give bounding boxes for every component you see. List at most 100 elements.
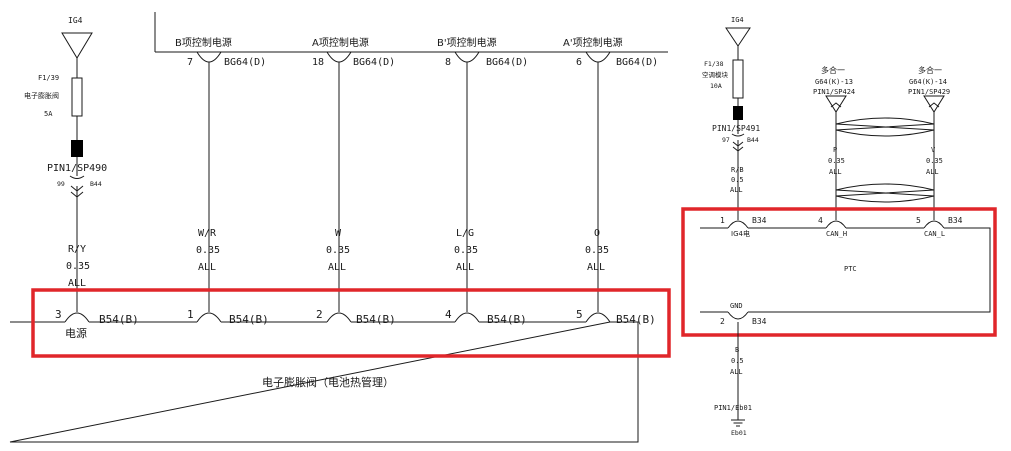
ptc-can-l-signal: CAN_L (924, 230, 945, 238)
right-splice-label: PIN1/SP491 (712, 124, 760, 133)
ptc-component-box (700, 227, 991, 313)
bus-wire-size: 0.35 (585, 245, 609, 256)
can-source-conn: G64(K)-14 (909, 78, 947, 86)
bus-wire-size: 0.35 (196, 245, 220, 256)
right-fuse-block (733, 106, 743, 120)
power-pin-number: 3 (55, 308, 62, 321)
bus-input-pin: 7 (187, 57, 193, 68)
left-splice-arc (69, 175, 85, 179)
ptc-can-l-pin-number: 5 (916, 216, 921, 225)
ptc-power-pin-conn: B34 (752, 216, 767, 225)
bus-wire-size: 0.35 (454, 245, 478, 256)
ptc-ground: B 0.5 ALL PIN1/Eb01 Eb01 (714, 322, 752, 437)
can-wire-color: P (833, 146, 837, 154)
left-fuse-block (71, 140, 83, 157)
bus-input-1: B项控制电源 7 BG64(D) W/R 0.35 ALL (175, 36, 266, 312)
bus-input-pin: 6 (576, 57, 582, 68)
gnd-wire-variant: ALL (730, 368, 743, 376)
right-splice-pins: 97 (722, 136, 730, 144)
power-pin-label: 电源 (65, 326, 87, 340)
right-ig4-symbol (725, 27, 751, 47)
ptc-can-h-pin-number: 4 (818, 216, 823, 225)
right-fuse-id: F1/38 (704, 60, 724, 68)
bus-wire-color: L/G (456, 228, 474, 239)
bus-wire-variant: ALL (328, 262, 346, 273)
ptc-gnd-label: GND (730, 302, 743, 310)
right-fuse-rating: 10A (710, 82, 722, 90)
left-ig4-symbol (61, 32, 93, 59)
can-wire-variant: ALL (829, 168, 842, 176)
left-highlight-box (31, 288, 671, 358)
gnd-wire-color: B (735, 346, 739, 354)
can-wire-color: V (931, 146, 936, 154)
left-splice-conn: B44 (90, 180, 102, 188)
left-fuse (71, 77, 83, 117)
bus-wire-variant: ALL (198, 262, 216, 273)
bus-wire-color: O (594, 228, 600, 239)
left-fuse-id: F1/39 (38, 74, 59, 82)
ground-icon (731, 419, 745, 427)
left-wire-size: 0.35 (66, 261, 90, 272)
bus-wire-color: W (335, 228, 342, 239)
bus-pin-conn: B54(B) (356, 313, 396, 326)
bus-input-pin: 8 (445, 57, 451, 68)
right-power-feed: IG4 F1/38 空调模块 10A PIN1/SP491 97 B44 R/B… (702, 16, 760, 220)
can-source-title: 多合一 (918, 65, 942, 75)
bus-pin-conn: B54(B) (616, 313, 656, 326)
bus-pin-number: 5 (576, 308, 583, 321)
bus-input-conn: BG64(D) (353, 57, 395, 68)
ground-name: Eb01 (731, 429, 747, 437)
bus-wire-size: 0.35 (326, 245, 350, 256)
right-fuse-name: 空调模块 (702, 70, 729, 79)
bus-input-label: A'项控制电源 (563, 36, 623, 49)
bus-wire-variant: ALL (456, 262, 474, 273)
ptc-power-pin-label: IG4电 (731, 229, 750, 238)
twisted-pair-lower (835, 183, 935, 203)
ptc-can-h-signal: CAN_H (826, 230, 847, 238)
can-wire-variant: ALL (926, 168, 939, 176)
bus-input-label: B'项控制电源 (437, 36, 497, 49)
left-component-connectors: 3 B54(B) 电源 1 B54(B) 2 B54(B) 4 B54(B) 5… (55, 308, 656, 340)
can-wire-size: 0.35 (926, 157, 943, 165)
twisted-pair-upper (835, 117, 935, 137)
ptc-power-pin-number: 1 (720, 216, 725, 225)
left-fuse-rating: 5A (44, 110, 53, 118)
can-source-title: 多合一 (821, 65, 845, 75)
bus-input-label: B项控制电源 (175, 36, 232, 49)
right-splice-conn: B44 (747, 136, 759, 144)
right-fuse (732, 59, 744, 99)
can-source-splice: PIN1/SP429 (908, 88, 950, 96)
ptc-connectors: 1 B34 IG4电 4 CAN_H 5 B34 CAN_L GND 2 B34 (720, 216, 963, 326)
bus-pin-number: 2 (316, 308, 323, 321)
bus-pin-number: 4 (445, 308, 452, 321)
bus-input-conn: BG64(D) (224, 57, 266, 68)
ptc-gnd-pin-conn: B34 (752, 317, 767, 326)
bus-input-conn: BG64(D) (486, 57, 528, 68)
bus-wire-color: W/R (198, 228, 217, 239)
left-splice-pins: 99 (57, 180, 65, 188)
bus-input-pin: 18 (312, 57, 324, 68)
ptc-component-name: PTC (844, 265, 857, 273)
left-fuse-name: 电子膨胀阀 (24, 91, 59, 100)
bus-pin-number: 1 (187, 308, 194, 321)
left-power-feed: IG4 F1/39 电子膨胀阀 5A PIN1/SP490 99 B44 R/Y… (24, 16, 107, 312)
bus-wire-variant: ALL (587, 262, 605, 273)
right-highlight-box (681, 207, 997, 337)
left-controller-bus (154, 12, 668, 53)
right-wire-size: 0.5 (731, 176, 744, 184)
can-source-h: 多合一 G64(K)-13 PIN1/SP424 P 0.35 ALL (813, 65, 855, 220)
right-wire-color: R/B (731, 166, 744, 174)
can-source-l: 多合一 G64(K)-14 PIN1/SP429 V 0.35 ALL (908, 65, 950, 220)
can-source-splice: PIN1/SP424 (813, 88, 855, 96)
left-wire-color: R/Y (68, 244, 86, 255)
can-wire-size: 0.35 (828, 157, 845, 165)
bus-input-4: A'项控制电源 6 BG64(D) O 0.35 ALL (563, 36, 658, 312)
ptc-can-l-pin-conn: B34 (948, 216, 963, 225)
bus-input-conn: BG64(D) (616, 57, 658, 68)
right-wire-variant: ALL (730, 186, 743, 194)
bus-input-2: A项控制电源 18 BG64(D) W 0.35 ALL (312, 36, 395, 312)
left-splice-label: PIN1/SP490 (47, 163, 107, 174)
bus-pin-conn: B54(B) (229, 313, 269, 326)
left-wire-variant: ALL (68, 278, 86, 289)
